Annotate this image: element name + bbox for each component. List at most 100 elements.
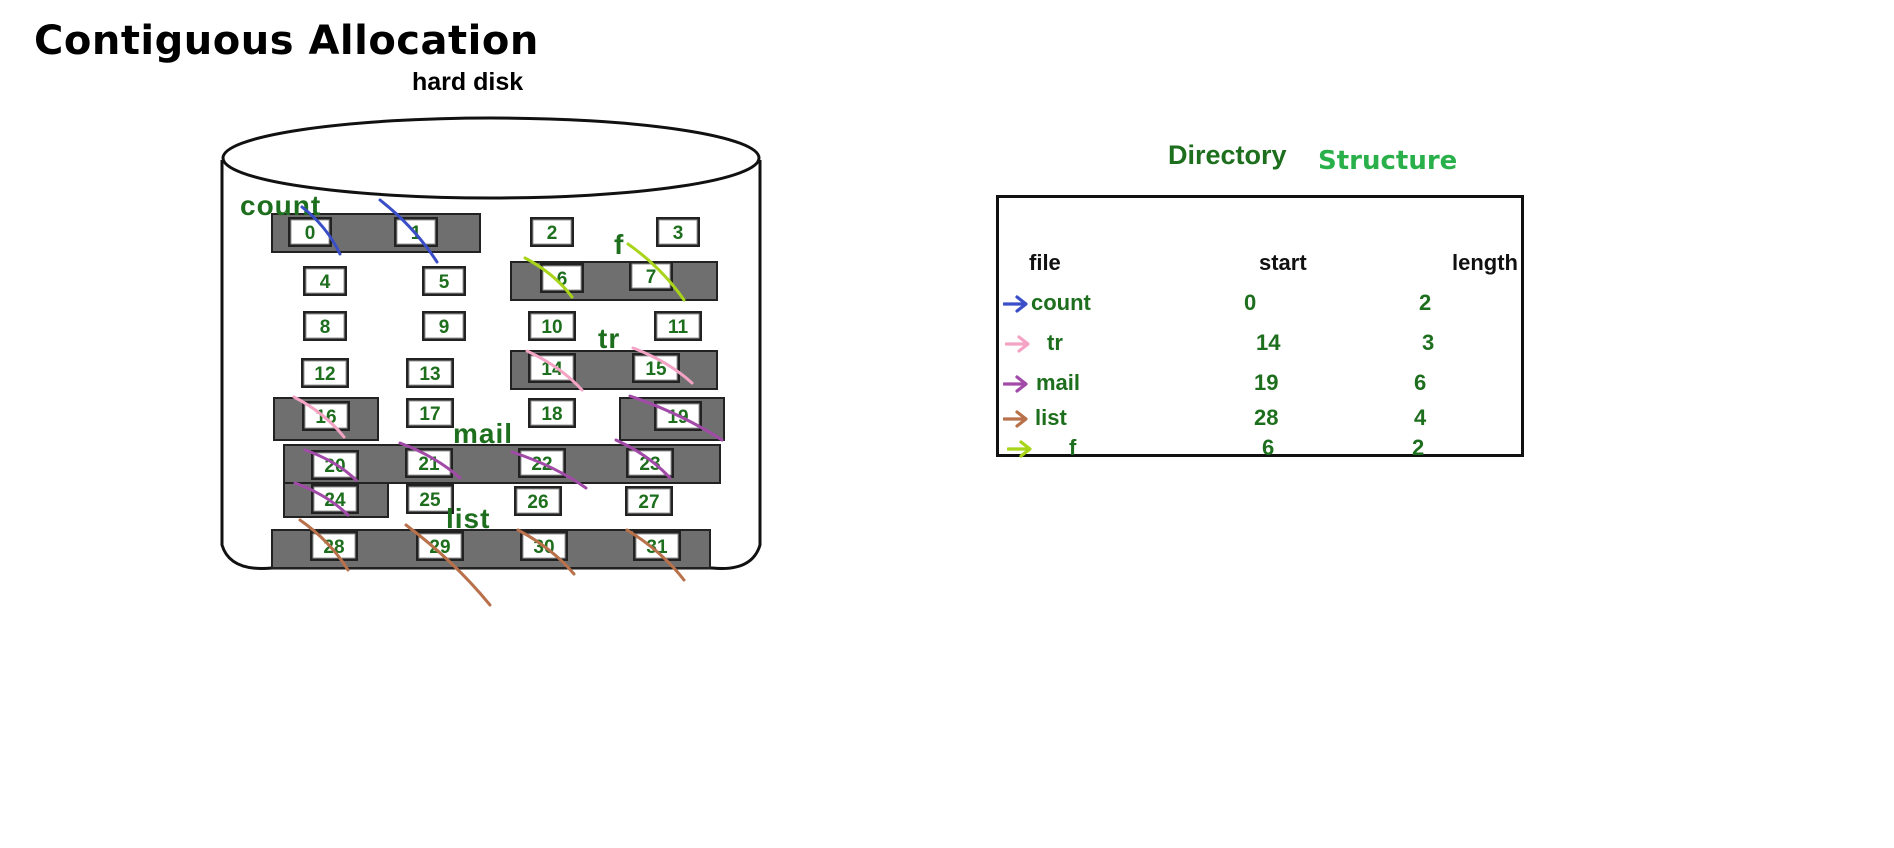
block-slash-mark [303, 448, 358, 482]
disk-block-box [530, 400, 574, 426]
block-slash-mark [293, 481, 350, 517]
header-length: length [1452, 250, 1518, 275]
directory-cell-file: mail [1036, 370, 1081, 395]
disk-block-box [530, 313, 574, 339]
disk-block: 2 [530, 217, 574, 247]
disk-block-number: 17 [419, 404, 440, 425]
disk-block-number: 31 [646, 537, 668, 558]
block-slash-mark [378, 198, 439, 264]
disk-block: 31 [633, 531, 681, 561]
directory-title: Directory [1168, 140, 1287, 170]
directory-cell-start: 14 [1256, 330, 1281, 355]
disk-block: 9 [422, 311, 466, 341]
disk-block-box [408, 400, 452, 426]
disk-block: 21 [405, 448, 453, 478]
disk-file-label: tr [598, 323, 620, 354]
disk-block: 18 [528, 398, 576, 428]
disk-block-number: 12 [314, 364, 335, 385]
disk-block: 29 [416, 531, 464, 561]
directory-cell-start: 28 [1254, 405, 1279, 430]
disk-block-number: 26 [527, 492, 548, 513]
disk-block-box [532, 219, 572, 245]
disk-block-box [305, 313, 345, 339]
disk-block: 6 [540, 263, 584, 293]
disk-block-box [635, 533, 679, 559]
directory-cell-length: 4 [1414, 405, 1427, 430]
disk-block-number: 5 [439, 272, 450, 293]
disk-block-box [516, 488, 560, 514]
directory-cell-start: 19 [1254, 370, 1279, 395]
block-slash-mark [523, 256, 574, 299]
disk-block: 7 [629, 261, 673, 291]
block-slash-mark [398, 441, 462, 480]
directory-cell-file: f [1069, 435, 1077, 460]
disk-file-label: count [240, 190, 321, 221]
disk-block: 3 [656, 217, 700, 247]
disk-block-number: 4 [320, 272, 331, 293]
page-title: Contiguous Allocation [34, 18, 539, 64]
block-slash-mark [404, 523, 492, 607]
disk-block-number: 25 [419, 490, 441, 511]
directory-title-suffix: Structure [1318, 146, 1458, 176]
disk-block-box [303, 360, 347, 386]
disk-block: 10 [528, 311, 576, 341]
arrow-icon [1003, 410, 1028, 428]
directory-cell-length: 2 [1419, 290, 1432, 315]
directory-cell-length: 2 [1412, 435, 1425, 460]
disk-block: 4 [303, 266, 347, 296]
disk-block-number: 8 [320, 317, 331, 338]
disk-block-number: 6 [557, 269, 568, 290]
disk-block-box [290, 219, 330, 245]
block-slash-mark [516, 528, 576, 576]
disk-block: 25 [406, 484, 454, 514]
block-slash-mark [292, 395, 346, 439]
disk-block-box [313, 486, 357, 512]
disk-block: 0 [288, 217, 332, 247]
block-slash-mark [625, 528, 686, 582]
block-slash-mark [631, 346, 694, 385]
disk-block: 11 [654, 311, 702, 341]
disk-block-box [656, 313, 700, 339]
disk-block-number: 13 [419, 364, 440, 385]
disk-block: 28 [310, 531, 358, 561]
arrow-icon [1007, 440, 1032, 458]
disk-cylinder-top [221, 116, 761, 200]
disk-block: 26 [514, 486, 562, 516]
disk-block-number: 28 [323, 537, 344, 558]
directory-cell-file: count [1031, 290, 1091, 315]
disk-block: 27 [625, 486, 673, 516]
disk-file-label: list [446, 503, 490, 534]
block-slash-mark [298, 518, 350, 572]
disk-block-number: 11 [668, 317, 689, 338]
disk-block-number: 14 [541, 359, 563, 380]
disk-block-number: 29 [429, 537, 450, 558]
disk-block-box [627, 488, 671, 514]
disk-block-box [658, 219, 698, 245]
disk-block-number: 23 [639, 454, 660, 475]
disk-block-number: 2 [547, 223, 558, 244]
header-start: start [1259, 250, 1307, 275]
disk-block: 8 [303, 311, 347, 341]
disk-block-number: 18 [541, 404, 562, 425]
block-slash-mark [510, 450, 588, 490]
disk-block-box [424, 268, 464, 294]
disk-block: 24 [311, 484, 359, 514]
block-slash-mark [628, 394, 724, 442]
disk-block-box [424, 313, 464, 339]
block-slash-mark [300, 205, 342, 256]
disk-block-number: 27 [638, 492, 659, 513]
disk-block-number: 7 [646, 267, 657, 288]
header-file: file [1029, 250, 1061, 275]
disk-block-box [305, 268, 345, 294]
disk-block: 13 [406, 358, 454, 388]
directory-cell-file: list [1035, 405, 1067, 430]
arrow-icon [1003, 375, 1028, 393]
directory-cell-start: 6 [1262, 435, 1275, 460]
directory-cell-file: tr [1047, 330, 1063, 355]
disk-block: 15 [632, 353, 680, 383]
arrow-icon [1005, 335, 1030, 353]
